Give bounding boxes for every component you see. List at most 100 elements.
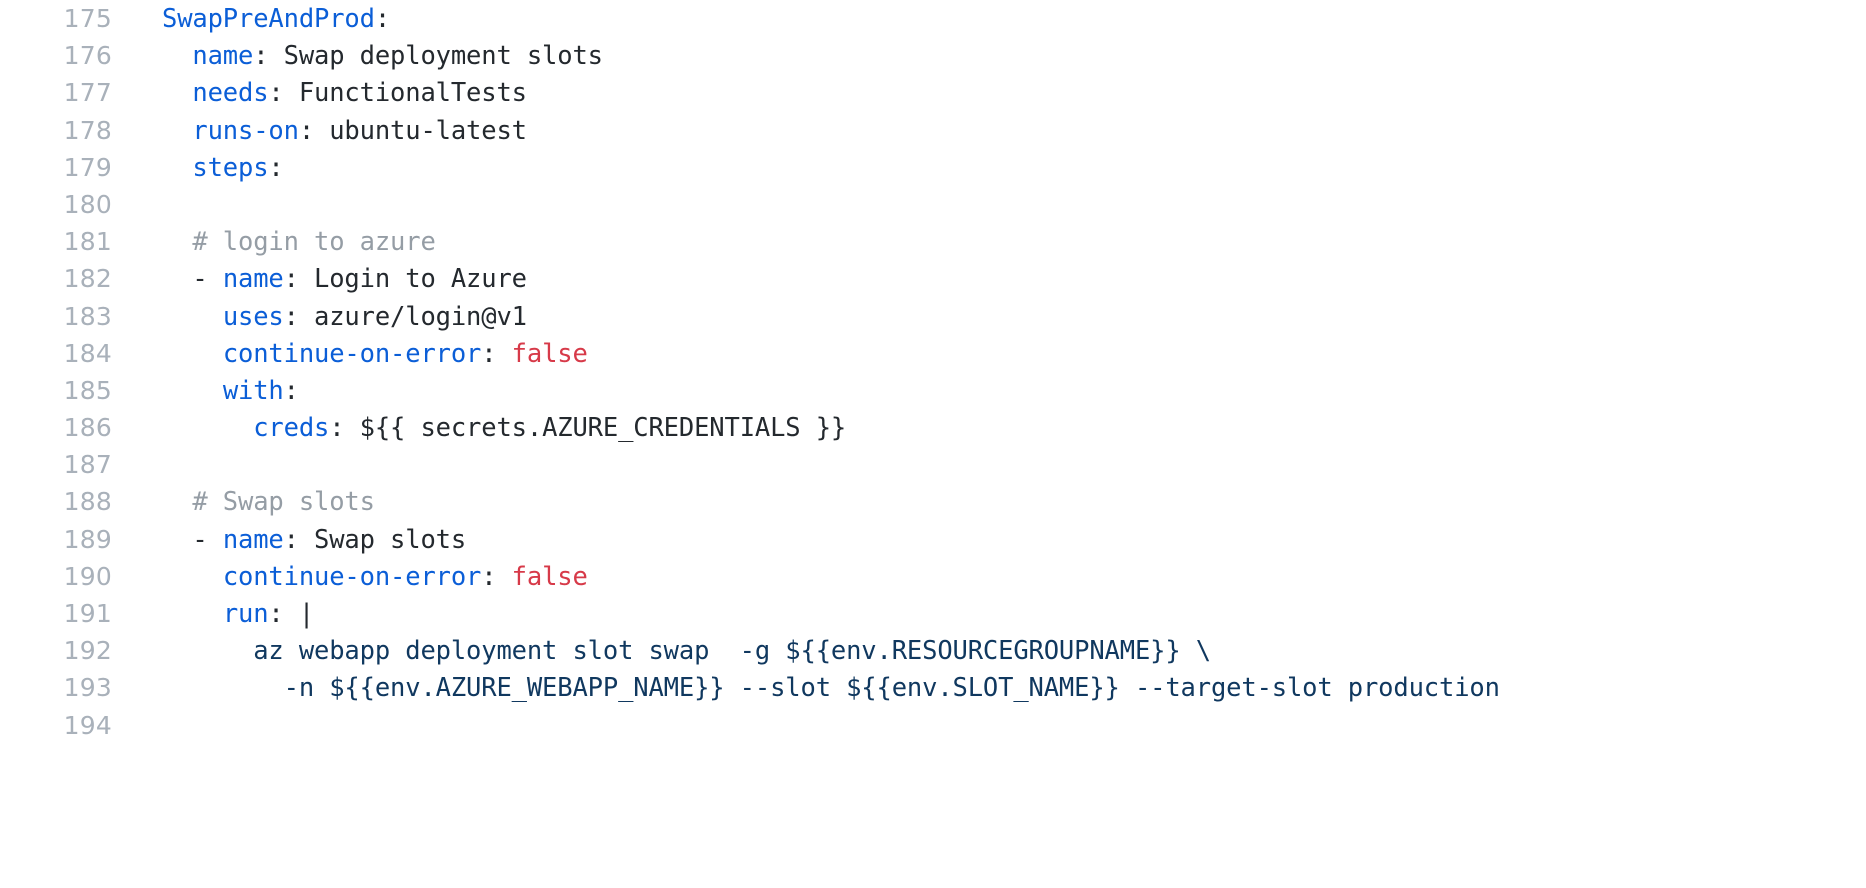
token-dash: - <box>162 524 223 555</box>
code-line[interactable]: 191 run: | <box>0 595 1866 632</box>
token-key: continue-on-error <box>222 561 482 592</box>
line-content[interactable]: -n ${{env.AZURE_WEBAPP_NAME}} --slot ${{… <box>112 670 1500 707</box>
token-key: runs-on <box>192 115 299 146</box>
token-plain <box>162 487 192 517</box>
line-number: 181 <box>63 227 112 257</box>
line-number: 189 <box>63 524 112 554</box>
token-plain <box>162 562 223 592</box>
token-plain: : | <box>268 599 315 629</box>
code-line[interactable]: 182 - name: Login to Azure <box>0 260 1866 297</box>
line-number: 175 <box>63 4 112 33</box>
token-plain: : Login to Azure <box>283 264 527 295</box>
line-number: 194 <box>63 710 112 740</box>
token-plain: : Swap deployment slots <box>253 41 603 72</box>
code-line[interactable]: 181 # login to azure <box>0 223 1866 260</box>
token-plain: : azure/login@v1 <box>283 301 527 332</box>
token-key: uses <box>222 301 284 332</box>
line-content[interactable]: az webapp deployment slot swap -g ${{env… <box>112 633 1211 670</box>
line-number: 184 <box>63 338 112 368</box>
token-plain <box>162 413 253 443</box>
code-line[interactable]: 176 name: Swap deployment slots <box>0 37 1866 74</box>
line-content[interactable]: continue-on-error: false <box>112 559 588 596</box>
token-key: name <box>222 264 284 295</box>
code-line[interactable]: 178 runs-on: ubuntu-latest <box>0 112 1866 149</box>
token-plain: : Swap slots <box>283 524 467 555</box>
token-punct: : <box>481 561 512 592</box>
code-line[interactable]: 185 with: <box>0 372 1866 409</box>
code-line[interactable]: 192 az webapp deployment slot swap -g ${… <box>0 632 1866 669</box>
line-content[interactable]: uses: azure/login@v1 <box>112 299 527 336</box>
code-line[interactable]: 184 continue-on-error: false <box>0 335 1866 372</box>
token-script: -n ${{env.AZURE_WEBAPP_NAME}} --slot ${{… <box>162 673 1500 704</box>
line-content[interactable]: with: <box>112 373 299 410</box>
token-plain <box>162 116 192 146</box>
line-number: 192 <box>63 636 112 666</box>
code-line[interactable]: 187 <box>0 446 1866 483</box>
code-line[interactable]: 188 # Swap slots <box>0 483 1866 520</box>
code-line[interactable]: 193 -n ${{env.AZURE_WEBAPP_NAME}} --slot… <box>0 669 1866 706</box>
line-content[interactable]: # Swap slots <box>112 484 375 521</box>
token-punct: : <box>374 4 391 34</box>
line-number: 180 <box>63 189 112 219</box>
line-number: 183 <box>63 301 112 331</box>
line-content[interactable]: - name: Swap slots <box>112 522 466 559</box>
token-key: with <box>222 375 284 406</box>
line-content[interactable]: run: | <box>112 596 314 633</box>
line-content[interactable]: # login to azure <box>112 224 436 261</box>
token-plain <box>162 339 223 369</box>
token-comment: # Swap slots <box>192 487 375 518</box>
token-plain <box>162 599 223 629</box>
line-content[interactable] <box>112 187 177 224</box>
token-key: continue-on-error <box>222 338 482 369</box>
token-plain <box>162 41 192 71</box>
token-bool: false <box>511 338 588 369</box>
code-line[interactable]: 190 continue-on-error: false <box>0 558 1866 595</box>
token-punct: : <box>283 375 299 406</box>
token-key: SwapPreAndProd <box>162 4 375 34</box>
line-content[interactable]: SwapPreAndProd: <box>112 1 390 38</box>
token-plain <box>162 78 192 108</box>
line-number: 182 <box>63 264 112 294</box>
token-plain <box>162 227 192 257</box>
line-number: 186 <box>63 413 112 443</box>
line-content[interactable]: runs-on: ubuntu-latest <box>112 113 527 150</box>
code-line[interactable]: 194 <box>0 707 1866 744</box>
token-bool: false <box>511 561 588 592</box>
line-content[interactable]: name: Swap deployment slots <box>112 38 603 75</box>
code-line[interactable]: 183 uses: azure/login@v1 <box>0 298 1866 335</box>
token-plain <box>162 376 223 406</box>
code-line[interactable]: 177 needs: FunctionalTests <box>0 74 1866 111</box>
token-punct: : <box>481 338 512 369</box>
code-line[interactable]: 189 - name: Swap slots <box>0 521 1866 558</box>
token-plain <box>162 153 192 183</box>
line-content[interactable]: - name: Login to Azure <box>112 261 527 298</box>
token-plain: : ${{ secrets.AZURE_CREDENTIALS }} <box>329 413 847 444</box>
token-key: run <box>222 599 269 629</box>
token-key: name <box>222 524 284 555</box>
token-comment: # login to azure <box>192 227 436 258</box>
token-plain: : FunctionalTests <box>268 78 527 109</box>
token-punct: : <box>268 152 284 183</box>
code-line[interactable]: 179 steps: <box>0 149 1866 186</box>
line-number: 185 <box>63 375 112 405</box>
line-number: 193 <box>63 673 112 703</box>
line-number: 179 <box>63 152 112 182</box>
line-content[interactable]: creds: ${{ secrets.AZURE_CREDENTIALS }} <box>112 410 846 447</box>
token-key: steps <box>192 152 269 183</box>
code-line[interactable]: 180 <box>0 186 1866 223</box>
token-plain: : ubuntu-latest <box>298 115 527 146</box>
line-content[interactable]: needs: FunctionalTests <box>112 75 527 112</box>
token-key: needs <box>192 78 269 109</box>
line-number: 178 <box>63 115 112 145</box>
line-content[interactable]: continue-on-error: false <box>112 336 588 373</box>
line-number: 188 <box>63 487 112 517</box>
line-content[interactable] <box>112 447 177 484</box>
line-content[interactable]: steps: <box>112 150 284 187</box>
line-number: 191 <box>63 599 112 628</box>
token-plain <box>162 302 223 332</box>
line-number: 190 <box>63 561 112 591</box>
code-line[interactable]: 186 creds: ${{ secrets.AZURE_CREDENTIALS… <box>0 409 1866 446</box>
line-content[interactable] <box>112 708 177 745</box>
